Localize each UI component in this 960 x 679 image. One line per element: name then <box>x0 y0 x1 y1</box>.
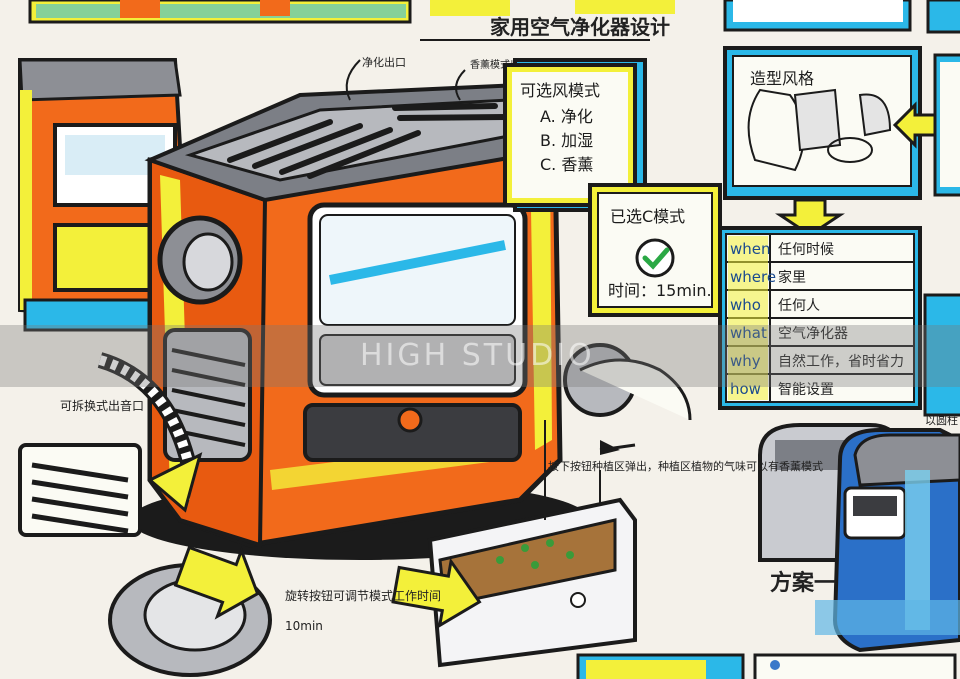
mode-box-title: 可选风模式 <box>520 81 600 100</box>
svg-text:净化出口: 净化出口 <box>362 55 406 69</box>
selected-mode-title: 已选C模式 <box>610 207 685 226</box>
svg-text:任何人: 任何人 <box>778 298 820 314</box>
svg-text:when: when <box>730 240 771 258</box>
svg-text:任何时候: 任何时候 <box>778 242 834 258</box>
arrow-down-icon <box>775 198 845 237</box>
grill-label: 可拆换式出音口 <box>60 398 144 413</box>
table-row: when 任何时候 <box>730 240 834 258</box>
hand-press-sketch <box>563 343 692 421</box>
drawer-arrow-icon <box>391 557 482 629</box>
svg-text:家里: 家里 <box>778 269 806 286</box>
selected-mode-time: 时间：15min. <box>608 281 712 300</box>
arrow-left-icon <box>599 440 636 455</box>
annotation-purify-outlet: 净化出口 <box>345 55 406 101</box>
mode-option-a: A. 净化 <box>540 107 593 126</box>
table-row: where 家里 <box>730 268 806 286</box>
mode-option-c: C. 香薰 <box>540 155 593 174</box>
mode-option-b: B. 加湿 <box>540 131 593 150</box>
table-row: who 任何人 <box>730 296 820 314</box>
top-banner <box>28 0 960 34</box>
svg-text:who: who <box>730 296 761 314</box>
watermark-band <box>0 325 960 387</box>
style-box: 造型风格 <box>723 46 922 200</box>
grill-detail <box>18 443 142 537</box>
svg-text:what: what <box>730 324 767 342</box>
style-box-title: 造型风格 <box>750 69 814 88</box>
svg-text:空气净化器: 空气净化器 <box>778 326 848 342</box>
svg-text:智能设置: 智能设置 <box>778 382 834 398</box>
scheme-label: 方案一 <box>770 570 836 596</box>
svg-text:how: how <box>730 380 761 398</box>
watermark-text: HIGH STUDIO <box>360 338 595 373</box>
purifier-main-view <box>130 82 590 560</box>
rotary-label: 旋转按钮可调节模式工作时间 <box>285 588 441 603</box>
svg-text:why: why <box>730 352 761 370</box>
rotary-time: 10min <box>285 619 323 633</box>
table-row: how 智能设置 <box>730 380 834 398</box>
rotate-arrow-icon <box>97 352 203 513</box>
side-note: 以圆柱 <box>925 413 958 427</box>
page-title: 家用空气净化器设计 <box>490 15 670 39</box>
rotary-knob <box>108 545 272 677</box>
purifier-alt-concept <box>758 423 960 653</box>
mode-options-box: 可选风模式 A. 净化 B. 加湿 C. 香薰 <box>503 58 647 212</box>
check-icon <box>635 238 675 278</box>
table-5w: when 任何时候 where 家里 who 任何人 what 空气净化器 wh… <box>718 226 922 410</box>
arrow-left-icon <box>892 101 937 149</box>
purifier-back-view <box>18 58 193 332</box>
svg-text:自然工作，省时省力: 自然工作，省时省力 <box>778 353 904 370</box>
selected-mode-box: 已选C模式 时间：15min. <box>588 183 722 317</box>
table-row: why 自然工作，省时省力 <box>730 352 904 370</box>
drawer-label: 按下按钮种植区弹出，种植区植物的气味可以有香薰模式 <box>548 459 823 473</box>
svg-text:where: where <box>730 268 776 286</box>
table-row: what 空气净化器 <box>730 324 848 342</box>
